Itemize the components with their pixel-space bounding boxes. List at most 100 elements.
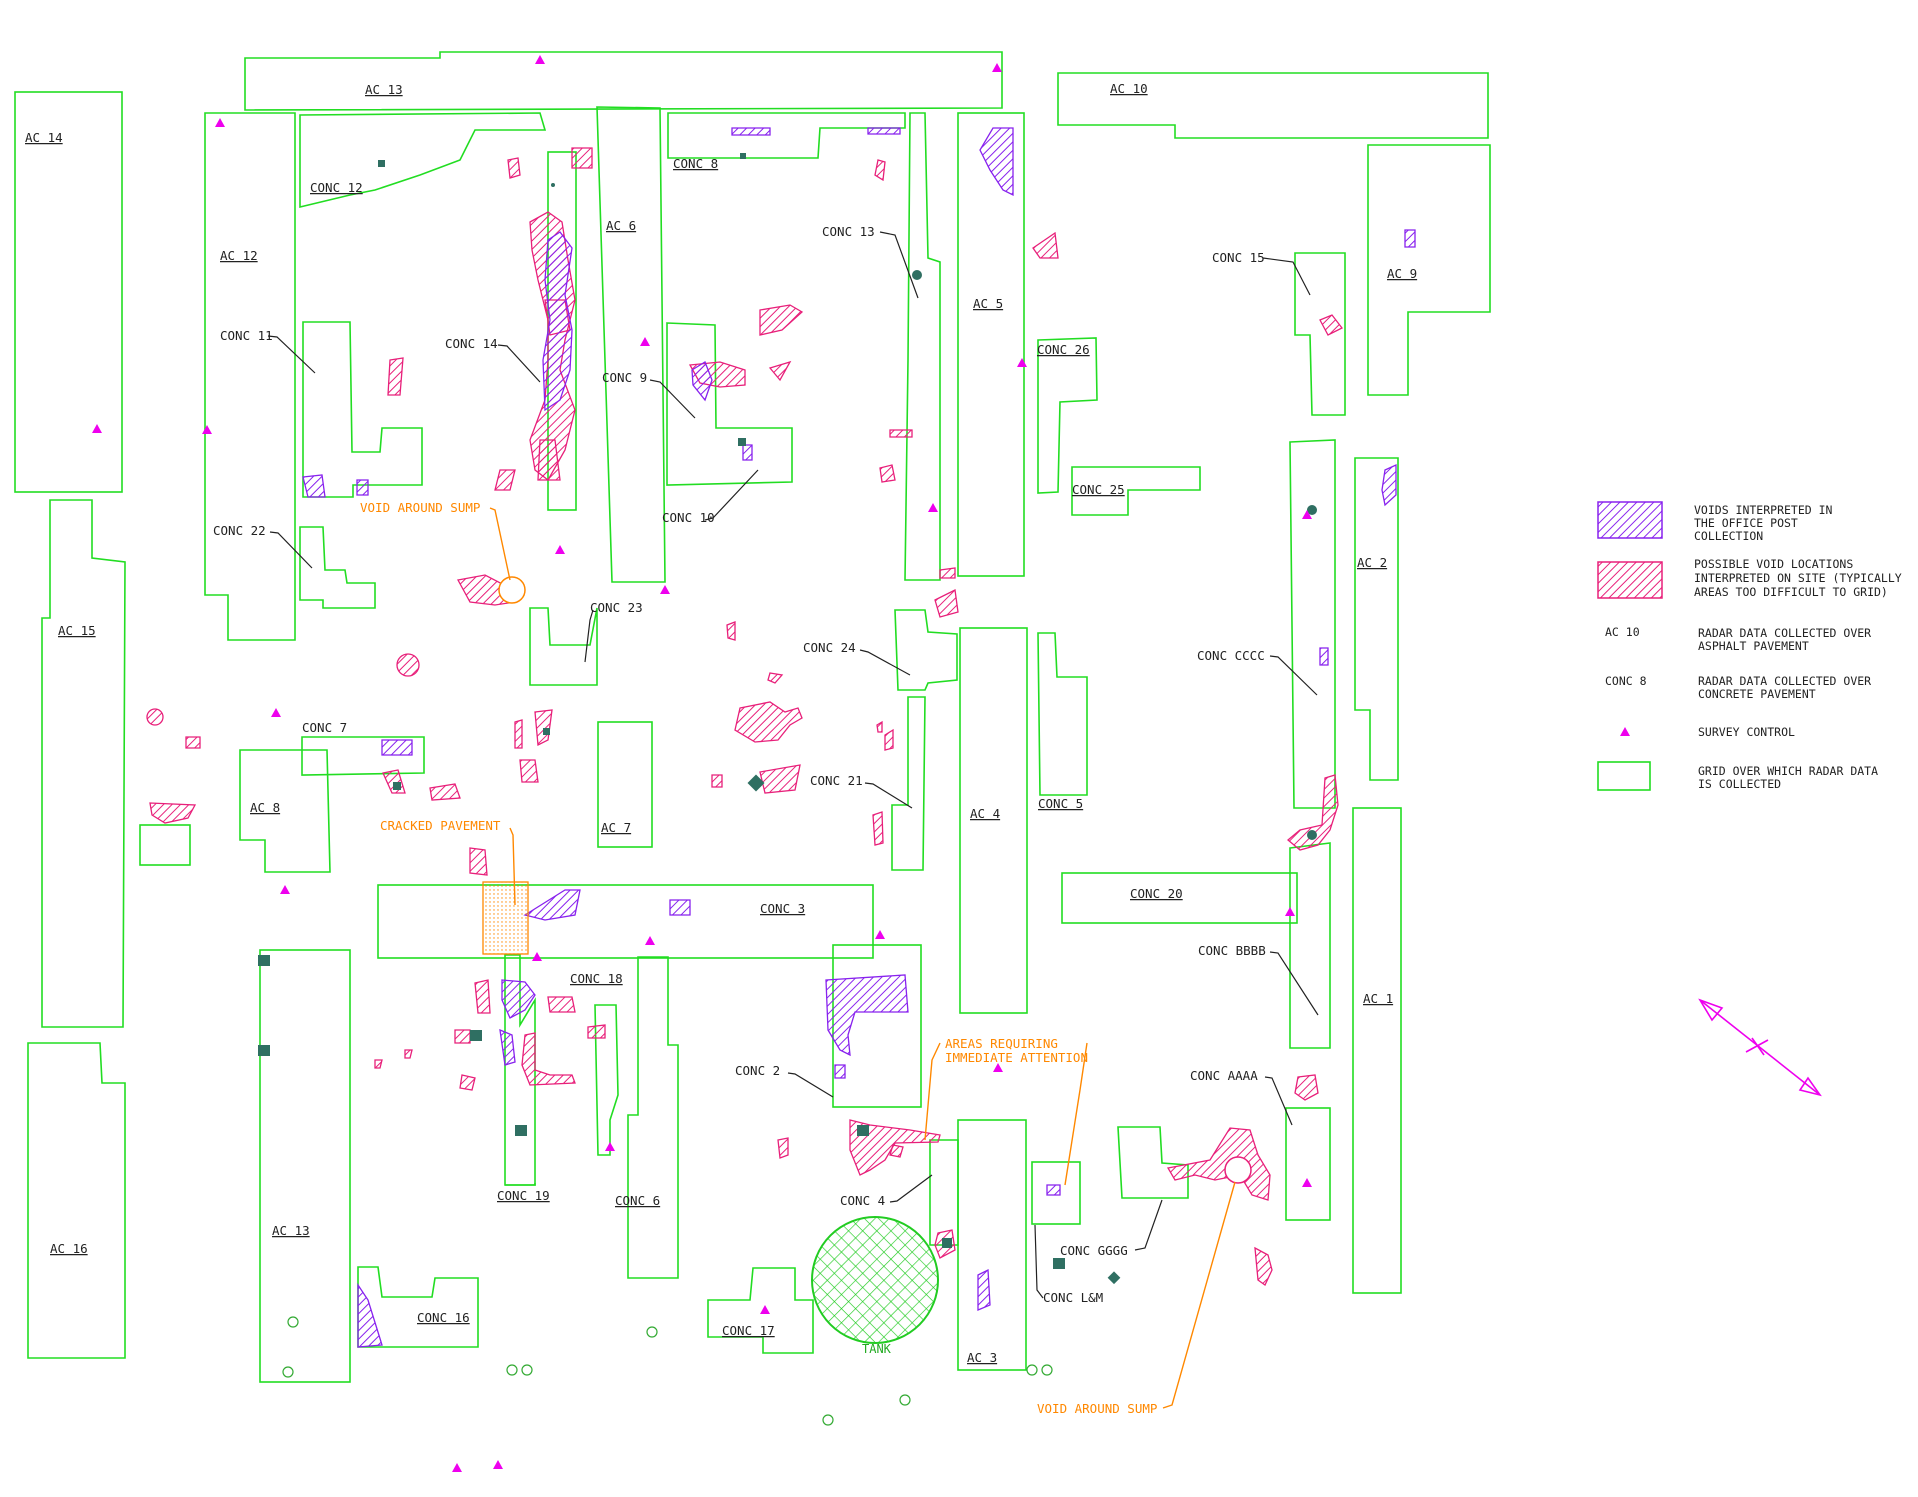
- site-void: [537, 439, 561, 481]
- leader-conc-aaaa: [1264, 1076, 1293, 1126]
- label-conc10: CONC 10: [662, 510, 715, 525]
- manhole: [1026, 1364, 1038, 1376]
- site-void: [429, 783, 461, 801]
- tank-circle: [811, 1216, 939, 1344]
- manholes: [282, 1316, 1053, 1426]
- label-conc12: CONC 12: [310, 180, 363, 195]
- grid-conc22: [299, 526, 376, 609]
- label-conc19: CONC 19: [497, 1188, 550, 1203]
- site-void: [1319, 314, 1343, 336]
- legend-office-line2: THE OFFICE POST: [1694, 516, 1798, 530]
- legend-ac-desc2: ASPHALT PAVEMENT: [1698, 639, 1809, 653]
- site-void: [469, 847, 488, 876]
- leader-conc10: [704, 469, 759, 521]
- office-void: [1319, 647, 1329, 666]
- site-void: [454, 1029, 471, 1044]
- grid-conc8: [667, 112, 906, 159]
- office-void: [979, 127, 1014, 197]
- legend-office-swatch: [1597, 501, 1663, 539]
- manhole: [282, 1366, 294, 1378]
- marker: [1307, 505, 1317, 515]
- label-conc18: CONC 18: [570, 971, 623, 986]
- label-ac14: AC 14: [25, 130, 63, 145]
- site-voids: [146, 147, 1343, 1286]
- leader-attention-1: [924, 1042, 941, 1141]
- office-void: [357, 1282, 383, 1348]
- office-void: [1404, 229, 1416, 248]
- survey-control: [1302, 1178, 1312, 1187]
- north-arrow-icon: [1698, 998, 1822, 1097]
- label-conc13: CONC 13: [822, 224, 875, 239]
- label-conc3: CONC 3: [760, 901, 805, 916]
- grid-conc17: [707, 1267, 814, 1354]
- grid-conc6-a: [594, 1004, 619, 1156]
- leader-void-sump-2: [1162, 1181, 1236, 1409]
- legend-site-line1: POSSIBLE VOID LOCATIONS: [1694, 557, 1853, 571]
- survey-controls: [92, 55, 1312, 1472]
- sump-2: [1224, 1156, 1252, 1184]
- leader-conc9: [649, 379, 696, 419]
- site-void: [404, 1049, 413, 1059]
- grid-small-west: [139, 824, 191, 866]
- label-conc8: CONC 8: [673, 156, 718, 171]
- grid-conc25: [1071, 466, 1201, 516]
- manhole: [521, 1364, 533, 1376]
- grid-conc12: [299, 112, 547, 209]
- marker: [1053, 1258, 1065, 1269]
- survey-control: [992, 63, 1002, 72]
- legend-grid-line2: IS COLLECTED: [1698, 777, 1781, 791]
- office-void: [1381, 463, 1397, 507]
- office-void: [302, 474, 326, 498]
- grid-conc26: [1037, 337, 1098, 494]
- marker: [857, 1125, 869, 1136]
- site-void: [1286, 774, 1339, 851]
- label-conc6: CONC 6: [615, 1193, 660, 1208]
- survey-control: [280, 885, 290, 894]
- label-conc-gggg: CONC GGGG: [1060, 1243, 1128, 1258]
- grid-conc24: [894, 609, 958, 691]
- site-void: [149, 802, 197, 824]
- site-void: [185, 736, 201, 749]
- grid-conc7: [301, 736, 425, 776]
- annotations: VOID AROUND SUMP CRACKED PAVEMENT AREAS …: [360, 500, 1157, 1416]
- office-void: [542, 231, 573, 412]
- site-void: [889, 429, 913, 438]
- site-void: [934, 589, 959, 618]
- site-void: [889, 1144, 904, 1158]
- label-conc14: CONC 14: [445, 336, 498, 351]
- leader-conc-bbbb: [1269, 951, 1319, 1016]
- marker: [393, 782, 401, 790]
- legend-site-line3: AREAS TOO DIFFICULT TO GRID): [1694, 585, 1888, 599]
- survey-control: [493, 1460, 503, 1469]
- survey-control: [1285, 907, 1295, 916]
- label-ac4: AC 4: [970, 806, 1000, 821]
- survey-control: [215, 118, 225, 127]
- grid-conc5: [1037, 632, 1088, 796]
- site-void: [396, 653, 420, 677]
- leader-conc22: [269, 531, 313, 569]
- office-void: [977, 1268, 991, 1311]
- grid-conc15: [1294, 252, 1346, 416]
- site-void: [534, 709, 553, 747]
- marker: [258, 955, 270, 966]
- label-conc26: CONC 26: [1037, 342, 1090, 357]
- special-features: [482, 576, 1252, 1184]
- survey-control: [1017, 358, 1027, 367]
- leader-conc13: [879, 231, 919, 299]
- grid-conc16: [357, 1266, 479, 1348]
- marker: [551, 183, 555, 187]
- site-void: [387, 357, 404, 396]
- site-void: [1032, 231, 1059, 259]
- grid-conc6-b: [627, 956, 679, 1279]
- leader-conc4: [889, 1174, 933, 1203]
- site-void: [872, 811, 884, 846]
- survey-control: [535, 55, 545, 64]
- legend-conc-desc2: CONCRETE PAVEMENT: [1698, 687, 1816, 701]
- grid-conc-gggg: [1031, 1161, 1081, 1225]
- office-void: [499, 1028, 516, 1066]
- annotation-void-sump-1: VOID AROUND SUMP: [360, 500, 480, 515]
- grid-outlines: [14, 51, 1491, 1383]
- grid-ac10: [1057, 72, 1489, 139]
- tank-label: TANK: [862, 1342, 892, 1356]
- site-void: [726, 621, 736, 641]
